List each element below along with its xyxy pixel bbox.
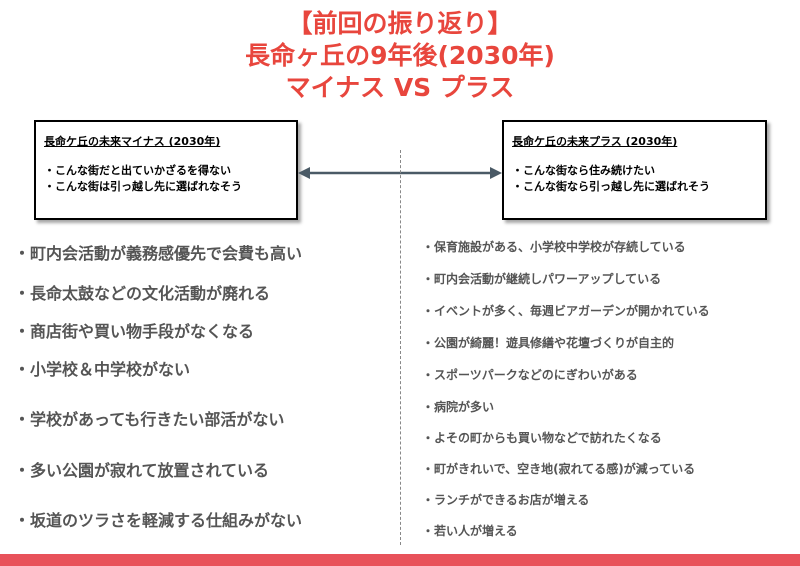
- plus-box-item: ・こんな街なら住み続けたい: [512, 164, 655, 177]
- plus-box-heading: 長命ケ丘の未来プラス (2030年): [512, 135, 678, 148]
- minus-list-item: ・小学校＆中学校がない: [14, 360, 191, 379]
- plus-list-item: ・町がきれいで、空き地(寂れてる感)が減っている: [422, 462, 696, 476]
- bottom-accent-bar: [0, 554, 800, 566]
- slide-title: 【前回の振り返り】 長命ヶ丘の9年後(2030年) マイナス VS プラス: [0, 8, 800, 104]
- minus-list-item: ・坂道のツラさを軽減する仕組みがない: [14, 511, 303, 530]
- plus-future-box: 長命ケ丘の未来プラス (2030年) ・こんな街なら住み続けたい ・こんな街なら…: [502, 120, 767, 220]
- minus-list-item: ・商店街や買い物手段がなくなる: [14, 322, 255, 341]
- plus-list-item: ・スポーツパークなどのにぎわいがある: [422, 368, 638, 382]
- title-line-2: 長命ヶ丘の9年後(2030年): [245, 41, 555, 70]
- minus-future-box: 長命ケ丘の未来マイナス (2030年) ・こんな街だと出ていかざるを得ない ・こ…: [34, 120, 298, 220]
- center-divider: [400, 150, 401, 545]
- minus-list-item: ・多い公園が寂れて放置されている: [14, 461, 270, 480]
- minus-list-item: ・長命太鼓などの文化活動が廃れる: [14, 284, 271, 303]
- plus-list-item: ・ランチができるお店が増える: [422, 493, 590, 507]
- plus-list-item: ・よその町からも買い物などで訪れたくなる: [422, 431, 662, 445]
- minus-list-item: ・町内会活動が義務感優先で会費も高い: [14, 244, 303, 263]
- plus-list-item: ・町内会活動が継続しパワーアップしている: [422, 272, 662, 286]
- plus-list-item: ・公園が綺麗！遊具修繕や花壇づくりが自主的: [422, 336, 675, 350]
- minus-list-item: ・学校があっても行きたい部活がない: [14, 410, 285, 429]
- plus-box-item: ・こんな街なら引っ越し先に選ばれそう: [512, 180, 710, 193]
- minus-box-item: ・こんな街だと出ていかざるを得ない: [44, 164, 231, 177]
- plus-list-item: ・病院が多い: [422, 400, 495, 414]
- plus-list-item: ・若い人が増える: [422, 524, 518, 538]
- title-line-3: マイナス VS プラス: [285, 73, 515, 102]
- plus-list-item: ・保育施設がある、小学校中学校が存続している: [422, 240, 686, 254]
- title-line-1: 【前回の振り返り】: [287, 9, 513, 38]
- minus-box-item: ・こんな街は引っ越し先に選ばれなそう: [44, 180, 242, 193]
- plus-list-item: ・イベントが多く、毎週ビアガーデンが開かれている: [422, 304, 710, 318]
- minus-box-heading: 長命ケ丘の未来マイナス (2030年): [44, 135, 221, 148]
